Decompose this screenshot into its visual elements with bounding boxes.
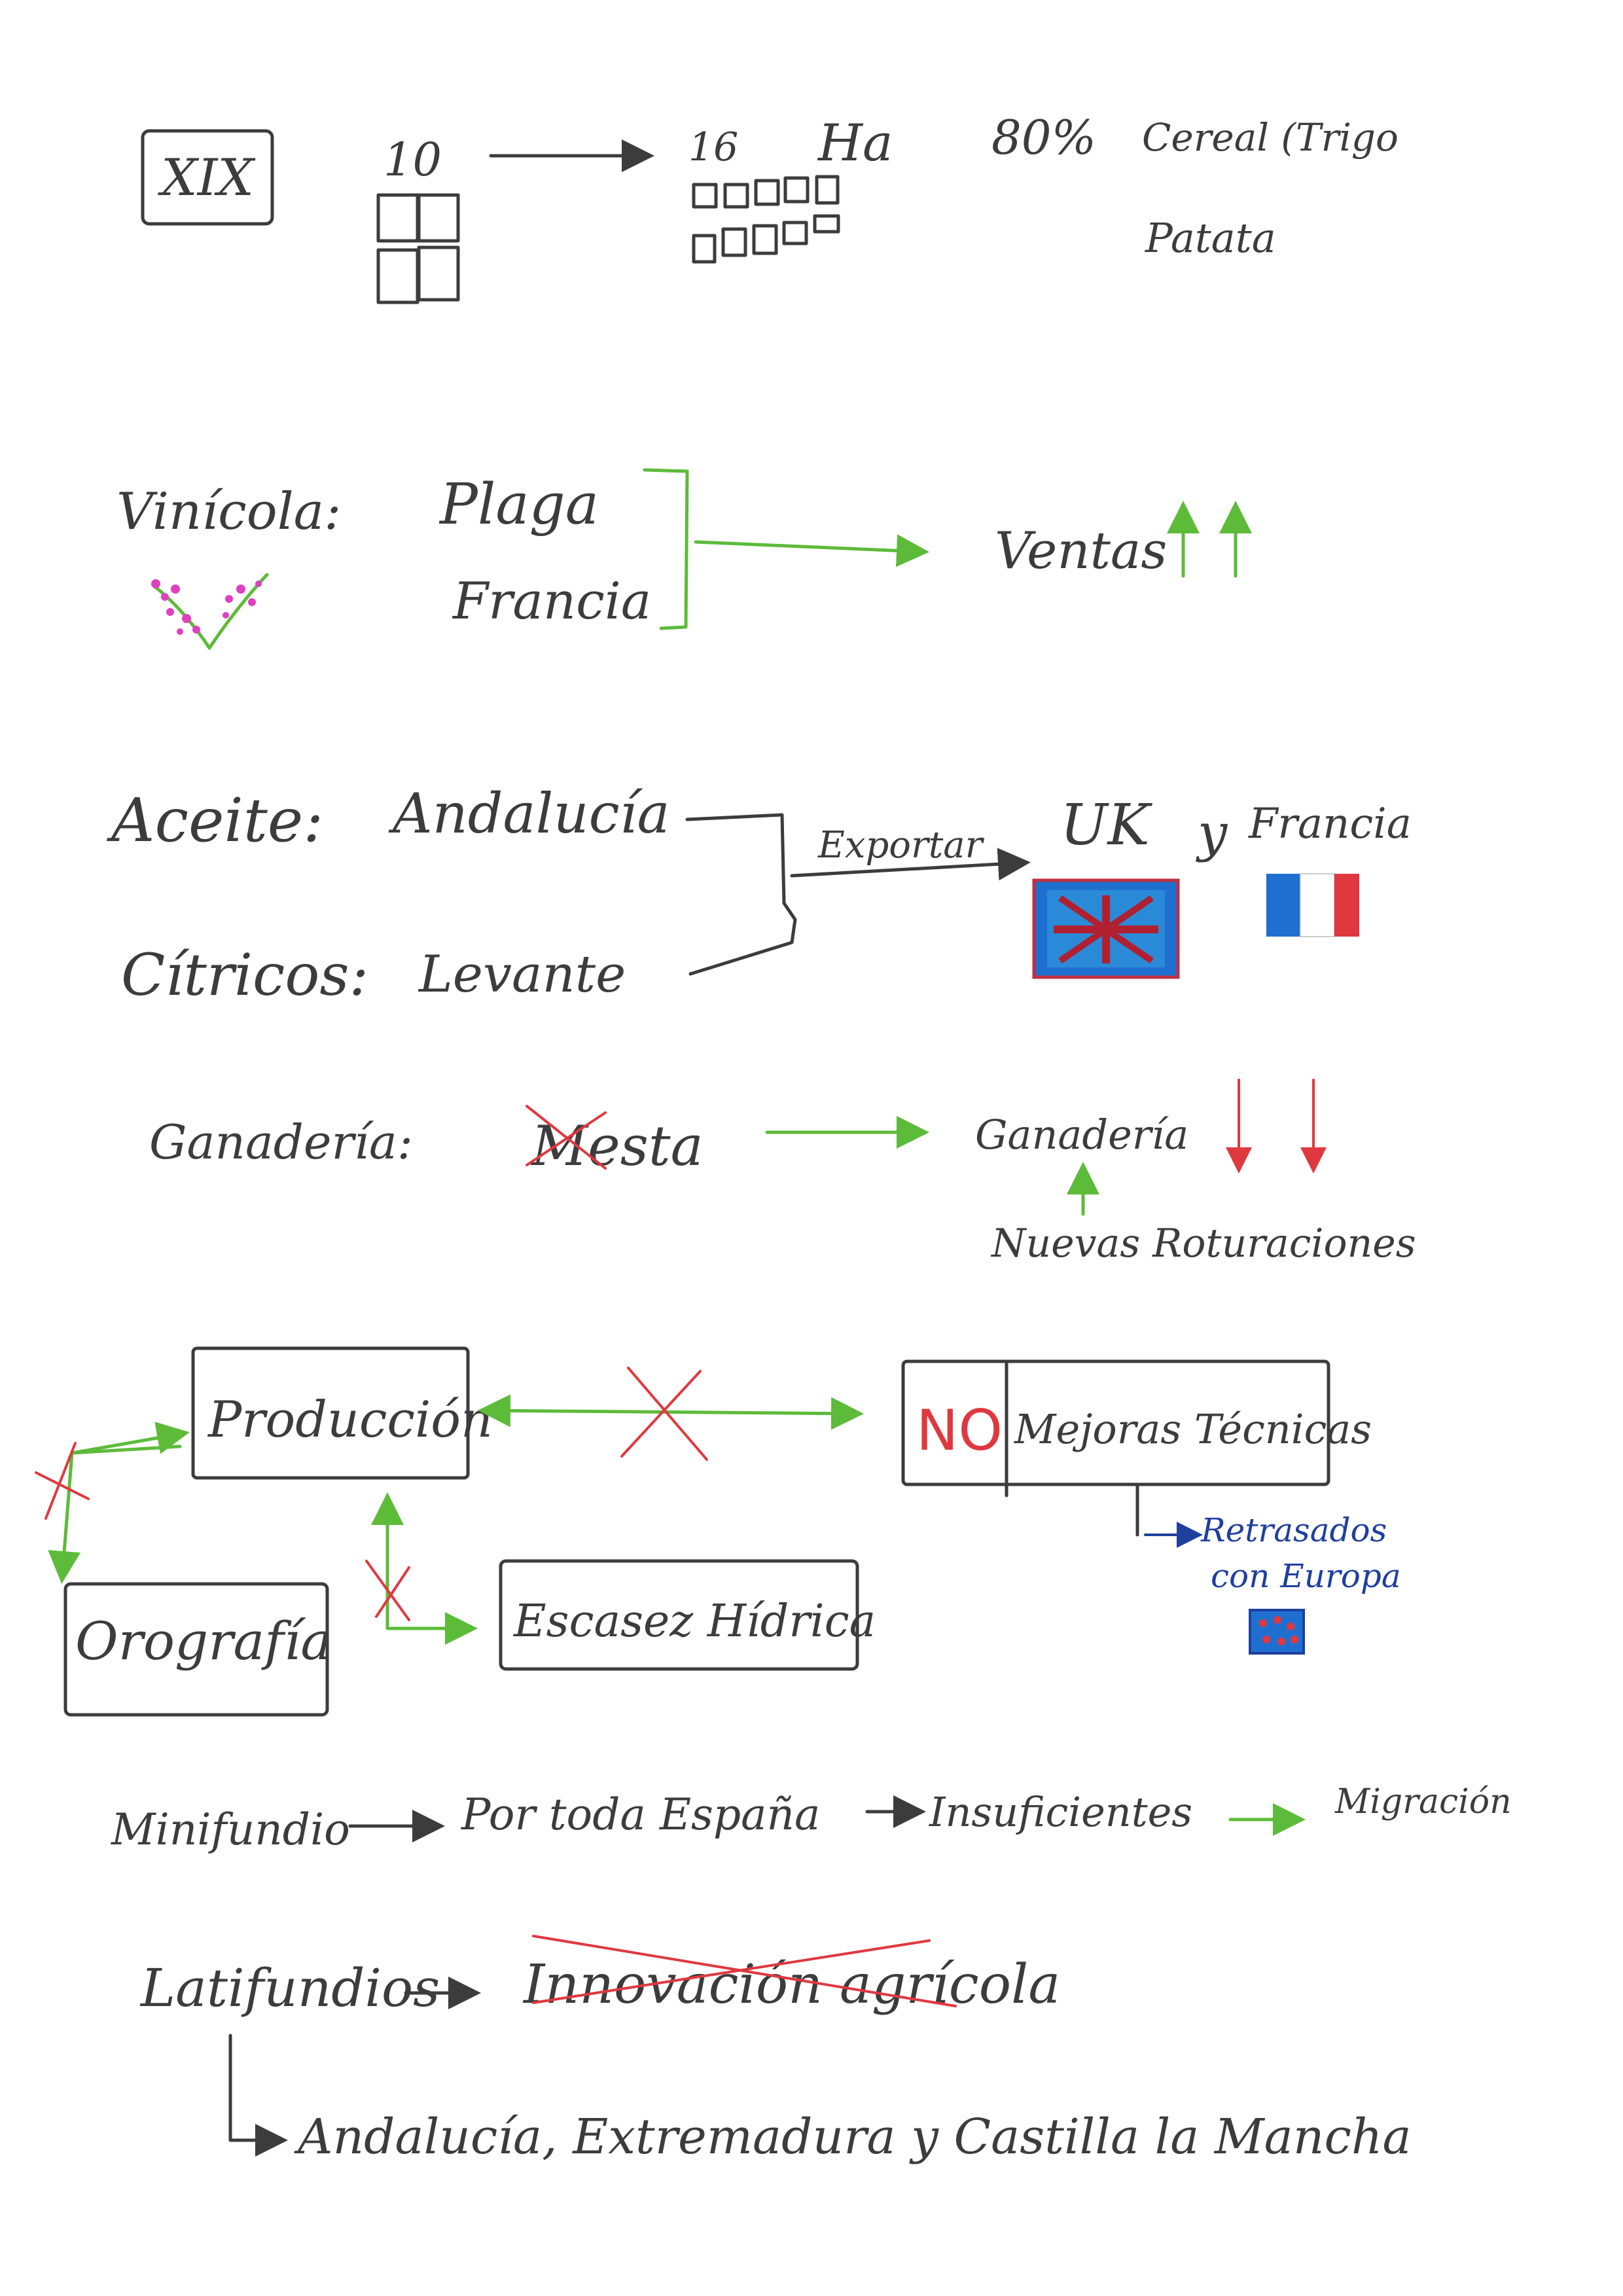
escasez-label: Escasez Hídrica	[512, 1596, 876, 1647]
eu-flag-icon	[1249, 1609, 1305, 1655]
century-box	[141, 129, 274, 226]
vinicola-bracket	[643, 468, 689, 630]
orografia-label: Orografía	[75, 1611, 332, 1672]
vinicola-label: Vinícola:	[116, 482, 341, 541]
citricos-region: Levante	[418, 945, 626, 1004]
ganaderia-label: Ganadería:	[149, 1115, 413, 1170]
cross-out-mark	[532, 1935, 957, 2007]
exportar-label: Exportar	[817, 824, 985, 867]
no-label: NO	[916, 1398, 1003, 1463]
section-exports: Aceite: Andalucía Cítricos: Levante Expo…	[106, 781, 1412, 1009]
latifundio-label: Latifundios	[139, 1958, 440, 2018]
plot-unit: Ha	[817, 114, 893, 173]
retrasados-line-2: con Europa	[1211, 1557, 1401, 1595]
innovacion-crossed: Innovación agrícola	[522, 1954, 1060, 2016]
export-arrow	[790, 848, 1031, 881]
roturaciones-label: Nuevas Roturaciones	[990, 1221, 1416, 1266]
section-latifundio: Latifundios Innovación agrícola Andalucí…	[139, 1935, 1412, 2165]
mejoras-label: Mejoras Técnicas	[1014, 1405, 1372, 1453]
double-up-arrow-icon	[1167, 501, 1252, 578]
small-plots-icon	[692, 175, 840, 264]
insuficientes-label: Insuficientes	[929, 1788, 1192, 1836]
crops-line-1: Cereal (Trigo	[1142, 115, 1399, 160]
spread-label: Por toda España	[461, 1789, 820, 1840]
section-vinicola: Vinícola: Plaga Francia Ventas	[116, 468, 1252, 650]
crops-line-2: Patata	[1145, 214, 1276, 262]
minifundio-label: Minifundio	[111, 1804, 350, 1855]
escasez-arrows	[385, 1533, 478, 1645]
produccion-orografia-arrow-up	[70, 1422, 190, 1455]
cross-out-mark	[35, 1442, 90, 1520]
france-flag-icon	[1266, 873, 1359, 937]
mejoras-box	[901, 1359, 1330, 1486]
vine-sprout-icon	[151, 573, 269, 650]
retrasados-line-1: Retrasados	[1200, 1511, 1387, 1549]
ventas-label: Ventas	[995, 522, 1167, 581]
section-produccion: Producción NO Mejoras Técnicas Retrasado…	[35, 1346, 1401, 1717]
aceite-region: Andalucía	[388, 781, 670, 846]
dest-and: y	[1196, 802, 1228, 863]
exports-bracket	[685, 813, 797, 976]
section-century: XIX 10 16 Ha 80% Cereal (Trigo Patata	[141, 110, 1399, 304]
orografia-box	[63, 1582, 329, 1717]
produccion-box	[191, 1346, 470, 1480]
mesta-crossed: Mesta	[530, 1114, 704, 1178]
latifundio-regions-arrow	[228, 2034, 288, 2157]
large-plots-icon	[376, 193, 460, 304]
ganaderia-result: Ganadería	[975, 1111, 1188, 1158]
cross-out-mark	[620, 1367, 708, 1461]
section-minifundio: Minifundio Por toda España Insuficientes…	[111, 1782, 1512, 1855]
dest-uk: UK	[1060, 793, 1152, 858]
uk-flag-icon	[1032, 878, 1180, 979]
produccion-label: Producción	[207, 1390, 493, 1448]
vinicola-arrow	[694, 534, 929, 567]
produccion-orografia-arrows	[48, 1444, 182, 1584]
cross-out-mark	[365, 1560, 410, 1621]
regions-label: Andalucía, Extremadura y Castilla la Man…	[294, 2109, 1412, 2165]
dest-francia: Francia	[1248, 800, 1412, 848]
century-label: XIX	[157, 149, 256, 207]
produccion-mejoras-arrow	[478, 1394, 864, 1430]
cause-plaga: Plaga	[438, 472, 599, 537]
cross-out-mark	[526, 1105, 607, 1170]
section-ganaderia: Ganadería: Mesta Ganadería Nuevas Rotura…	[149, 1079, 1416, 1266]
citricos-label: Cítricos:	[121, 941, 368, 1009]
percent-label: 80%	[991, 110, 1096, 165]
migracion-label: Migración	[1334, 1782, 1512, 1821]
plot-count-after: 16	[688, 124, 738, 170]
escasez-box	[499, 1559, 859, 1671]
aceite-label: Aceite:	[106, 785, 323, 855]
double-down-arrow-icon	[1226, 1079, 1327, 1174]
plot-count-before: 10	[383, 133, 442, 187]
cause-francia: Francia	[452, 572, 651, 631]
